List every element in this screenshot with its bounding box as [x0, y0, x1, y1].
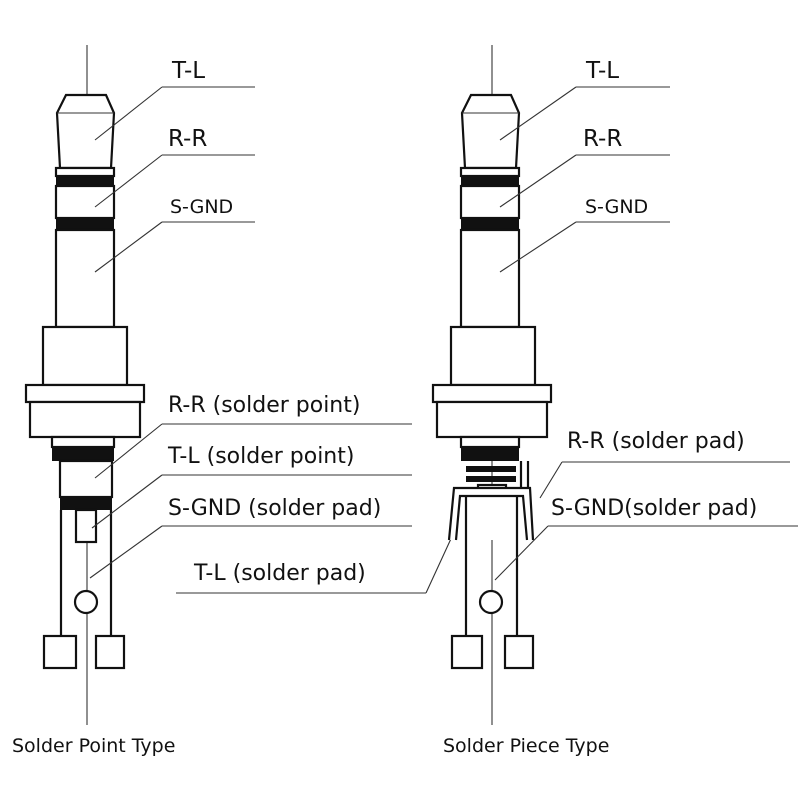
left-caption: Solder Point Type: [12, 735, 175, 757]
left-ring-band-1: [56, 176, 114, 186]
right-ring-band-2: [461, 218, 519, 230]
left-label-ring-terminal: R-R (solder point): [168, 393, 360, 418]
left-solder-hole: [73, 589, 99, 615]
left-label-tip-pad: T-L (solder pad): [193, 561, 366, 586]
left-ring: [54, 184, 116, 220]
left-label-ring: R-R: [168, 126, 207, 152]
right-ring: [459, 184, 521, 220]
right-plug: [431, 45, 798, 725]
right-label-sleeve-terminal: S-GND(solder pad): [551, 496, 757, 521]
left-label-tip: T-L: [171, 58, 205, 84]
left-collar: [28, 400, 142, 439]
left-foot-left: [42, 634, 78, 670]
right-label-ring: R-R: [583, 126, 622, 152]
right-collar: [435, 400, 549, 439]
left-tip-contact: [60, 497, 112, 510]
right-label-tip: T-L: [585, 58, 619, 84]
left-flange: [24, 383, 146, 404]
left-label-tip-terminal: T-L (solder point): [167, 444, 354, 469]
left-tip-solder-point: [74, 508, 98, 544]
right-label-sleeve: S-GND: [585, 196, 648, 218]
right-foot-right: [503, 634, 535, 670]
left-foot-right: [94, 634, 126, 670]
right-flange: [431, 383, 553, 404]
left-ring-contact: [52, 447, 114, 461]
right-body: [449, 325, 537, 387]
right-tip: [460, 93, 521, 170]
left-body: [41, 325, 129, 387]
right-caption: Solder Piece Type: [443, 735, 609, 757]
right-sleeve: [459, 228, 521, 329]
left-label-sleeve: S-GND: [170, 196, 233, 218]
left-ring-band-2: [56, 218, 114, 230]
right-ring-band-1: [461, 176, 519, 186]
left-label-sleeve-terminal: S-GND (solder pad): [168, 496, 381, 521]
left-plug: [24, 45, 456, 725]
right-label-ring-terminal: R-R (solder pad): [567, 429, 745, 454]
right-solder-hole: [478, 589, 504, 615]
left-sleeve: [54, 228, 116, 329]
right-foot-left: [450, 634, 484, 670]
right-ring-contact: [461, 447, 519, 461]
